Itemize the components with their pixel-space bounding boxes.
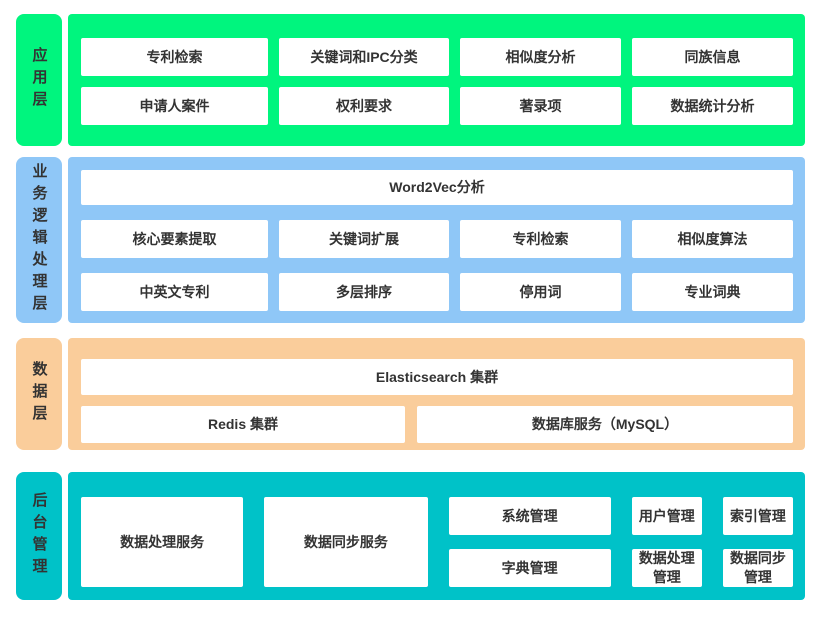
layer-body-admin: 系统管理 用户管理 索引管理 数据处理服务 数据同步服务 字典管理 数据处理管理…	[68, 472, 805, 600]
module-box: 专利检索	[460, 220, 621, 258]
admin-grid: 系统管理 用户管理 索引管理 数据处理服务 数据同步服务 字典管理 数据处理管理…	[81, 497, 793, 587]
module-box: 关键词和IPC分类	[279, 38, 449, 76]
layer-body-logic: Word2Vec分析 核心要素提取 关键词扩展 专利检索 相似度算法 中英文专利…	[68, 157, 805, 323]
module-box: 相似度算法	[632, 220, 793, 258]
module-box: 多层排序	[279, 273, 449, 311]
logic-row-2: 中英文专利 多层排序 停用词 专业词典	[81, 273, 793, 311]
layer-body-data: Elasticsearch 集群 Redis 集群 数据库服务（MySQL）	[68, 338, 805, 450]
layer-body-application: 专利检索 关键词和IPC分类 相似度分析 同族信息 申请人案件 权利要求 著录项…	[68, 14, 805, 146]
module-box: 字典管理	[448, 549, 611, 587]
layer-label-logic-text: 业务逻辑处理层	[30, 163, 48, 317]
module-box: 数据处理管理	[631, 549, 702, 587]
module-box-redis: Redis 集群	[81, 406, 405, 443]
module-box: 系统管理	[448, 497, 611, 535]
module-box: 申请人案件	[81, 87, 268, 125]
module-box: 数据同步管理	[722, 549, 793, 587]
module-box: 停用词	[460, 273, 621, 311]
data-row-1: Redis 集群 数据库服务（MySQL）	[81, 406, 793, 443]
module-box: 数据统计分析	[632, 87, 793, 125]
module-box-data-sync-service: 数据同步服务	[264, 497, 428, 587]
layer-label-admin: 后台管理	[16, 472, 62, 600]
module-box-data-process-service: 数据处理服务	[81, 497, 244, 587]
layer-label-data: 数据层	[16, 338, 62, 450]
module-box: 相似度分析	[460, 38, 621, 76]
application-row-2: 申请人案件 权利要求 著录项 数据统计分析	[81, 87, 793, 125]
layer-label-application-text: 应用层	[30, 47, 48, 113]
layer-label-admin-text: 后台管理	[30, 492, 48, 580]
module-box: 中英文专利	[81, 273, 268, 311]
application-row-1: 专利检索 关键词和IPC分类 相似度分析 同族信息	[81, 38, 793, 76]
module-box: 关键词扩展	[279, 220, 449, 258]
module-box-elasticsearch: Elasticsearch 集群	[81, 359, 793, 395]
module-box-word2vec: Word2Vec分析	[81, 170, 793, 205]
module-box: 权利要求	[279, 87, 449, 125]
module-box-mysql: 数据库服务（MySQL）	[417, 406, 793, 443]
module-box: 专业词典	[632, 273, 793, 311]
module-box: 同族信息	[632, 38, 793, 76]
module-box: 核心要素提取	[81, 220, 268, 258]
module-box: 索引管理	[722, 497, 793, 535]
module-box: 著录项	[460, 87, 621, 125]
logic-row-1: 核心要素提取 关键词扩展 专利检索 相似度算法	[81, 220, 793, 258]
module-box: 用户管理	[631, 497, 702, 535]
layer-label-data-text: 数据层	[30, 361, 48, 427]
module-box: 专利检索	[81, 38, 268, 76]
layer-label-logic: 业务逻辑处理层	[16, 157, 62, 323]
layer-label-application: 应用层	[16, 14, 62, 146]
